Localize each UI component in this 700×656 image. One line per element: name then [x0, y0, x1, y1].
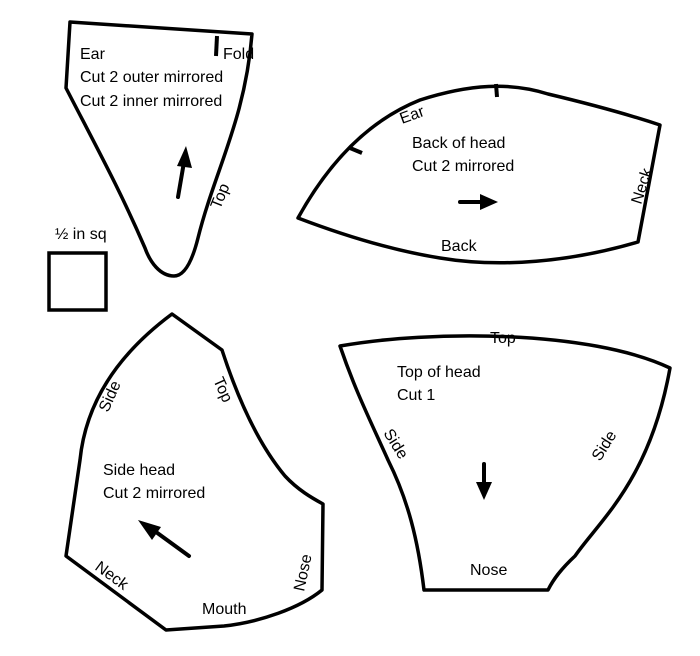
side-head-grain-arrow — [138, 520, 191, 558]
top-of-head-title: Top of head — [397, 364, 481, 381]
back-grain-arrow — [458, 194, 498, 210]
top-of-head-nose-label: Nose — [470, 562, 507, 579]
back-back-label: Back — [441, 238, 478, 255]
side-head-mouth-label: Mouth — [202, 601, 246, 618]
back-of-head-title: Back of head — [412, 135, 505, 152]
side-head-piece: Side Top Side head Cut 2 mirrored Neck M… — [64, 312, 325, 632]
ear-grain-arrow — [176, 146, 192, 199]
back-of-head-piece: Ear Back of head Cut 2 mirrored Neck Bac… — [296, 83, 662, 265]
ear-cut-inner: Cut 2 inner mirrored — [80, 93, 222, 110]
scale-square — [47, 251, 108, 312]
back-of-head-cut: Cut 2 mirrored — [412, 158, 514, 175]
ear-title: Ear — [80, 46, 106, 63]
side-head-outline — [64, 312, 325, 632]
top-of-head-piece: Top Top of head Cut 1 Side Side Nose — [338, 330, 672, 592]
ear-fold-mark — [214, 35, 219, 57]
top-of-head-top-label: Top — [490, 330, 516, 347]
ear-fold-label: Fold — [223, 46, 254, 63]
side-head-title: Side head — [103, 462, 175, 479]
top-of-head-grain-arrow — [476, 462, 492, 500]
scale-reference: ½ in sq — [47, 226, 108, 312]
scale-label: ½ in sq — [55, 226, 107, 243]
top-of-head-cut: Cut 1 — [397, 387, 435, 404]
back-ear-mark-left — [349, 146, 363, 155]
back-of-head-outline — [296, 84, 662, 265]
back-ear-mark-top — [494, 83, 499, 98]
side-head-cut: Cut 2 mirrored — [103, 485, 205, 502]
ear-outline — [64, 20, 254, 278]
ear-cut-outer: Cut 2 outer mirrored — [80, 69, 223, 86]
top-of-head-outline — [338, 334, 672, 592]
